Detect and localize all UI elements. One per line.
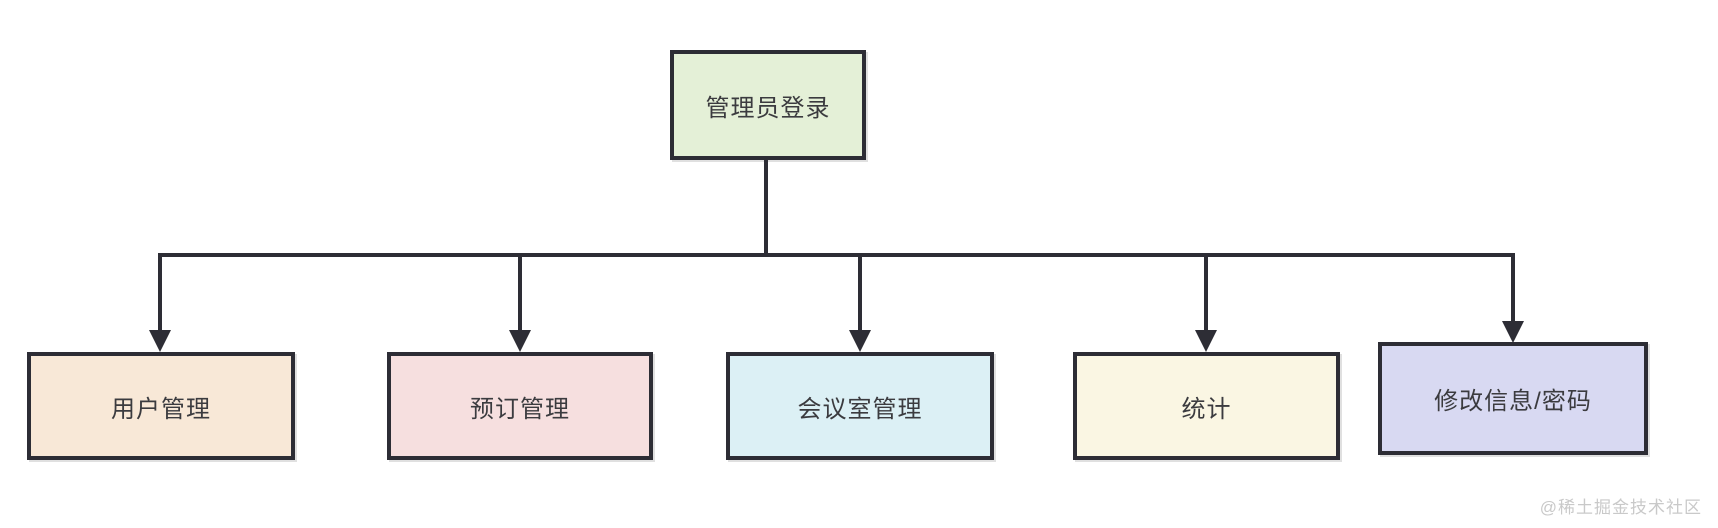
node-meeting-room-management: 会议室管理 bbox=[726, 352, 994, 460]
node-admin-login: 管理员登录 bbox=[670, 50, 866, 160]
arrowhead-down-icon bbox=[509, 330, 531, 352]
node-statistics: 统计 bbox=[1073, 352, 1340, 460]
node-modify-info-password-label: 修改信息/密码 bbox=[1434, 388, 1592, 415]
node-modify-info-password: 修改信息/密码 bbox=[1378, 342, 1648, 455]
node-user-management-label: 用户管理 bbox=[111, 395, 211, 423]
node-meeting-room-management-label: 会议室管理 bbox=[797, 395, 923, 423]
node-booking-management-label: 预订管理 bbox=[470, 395, 570, 423]
arrowhead-down-icon bbox=[1502, 321, 1524, 343]
edge-drop-meeting-room-management bbox=[858, 255, 862, 330]
edge-drop-statistics bbox=[1204, 255, 1208, 330]
node-statistics-label: 统计 bbox=[1181, 395, 1232, 423]
arrowhead-down-icon bbox=[149, 330, 171, 352]
edge-trunk bbox=[764, 160, 768, 257]
edge-drop-booking-management bbox=[518, 255, 522, 330]
node-admin-login-label: 管理员登录 bbox=[705, 94, 831, 122]
arrowhead-down-icon bbox=[1195, 330, 1217, 352]
watermark: @稀土掘金技术社区 bbox=[1539, 498, 1702, 517]
edge-drop-modify-info-password bbox=[1511, 255, 1515, 321]
arrowhead-down-icon bbox=[849, 330, 871, 352]
edge-bus bbox=[158, 253, 1515, 257]
edge-drop-user-management bbox=[158, 255, 162, 330]
node-booking-management: 预订管理 bbox=[387, 352, 653, 460]
node-user-management: 用户管理 bbox=[27, 352, 295, 460]
